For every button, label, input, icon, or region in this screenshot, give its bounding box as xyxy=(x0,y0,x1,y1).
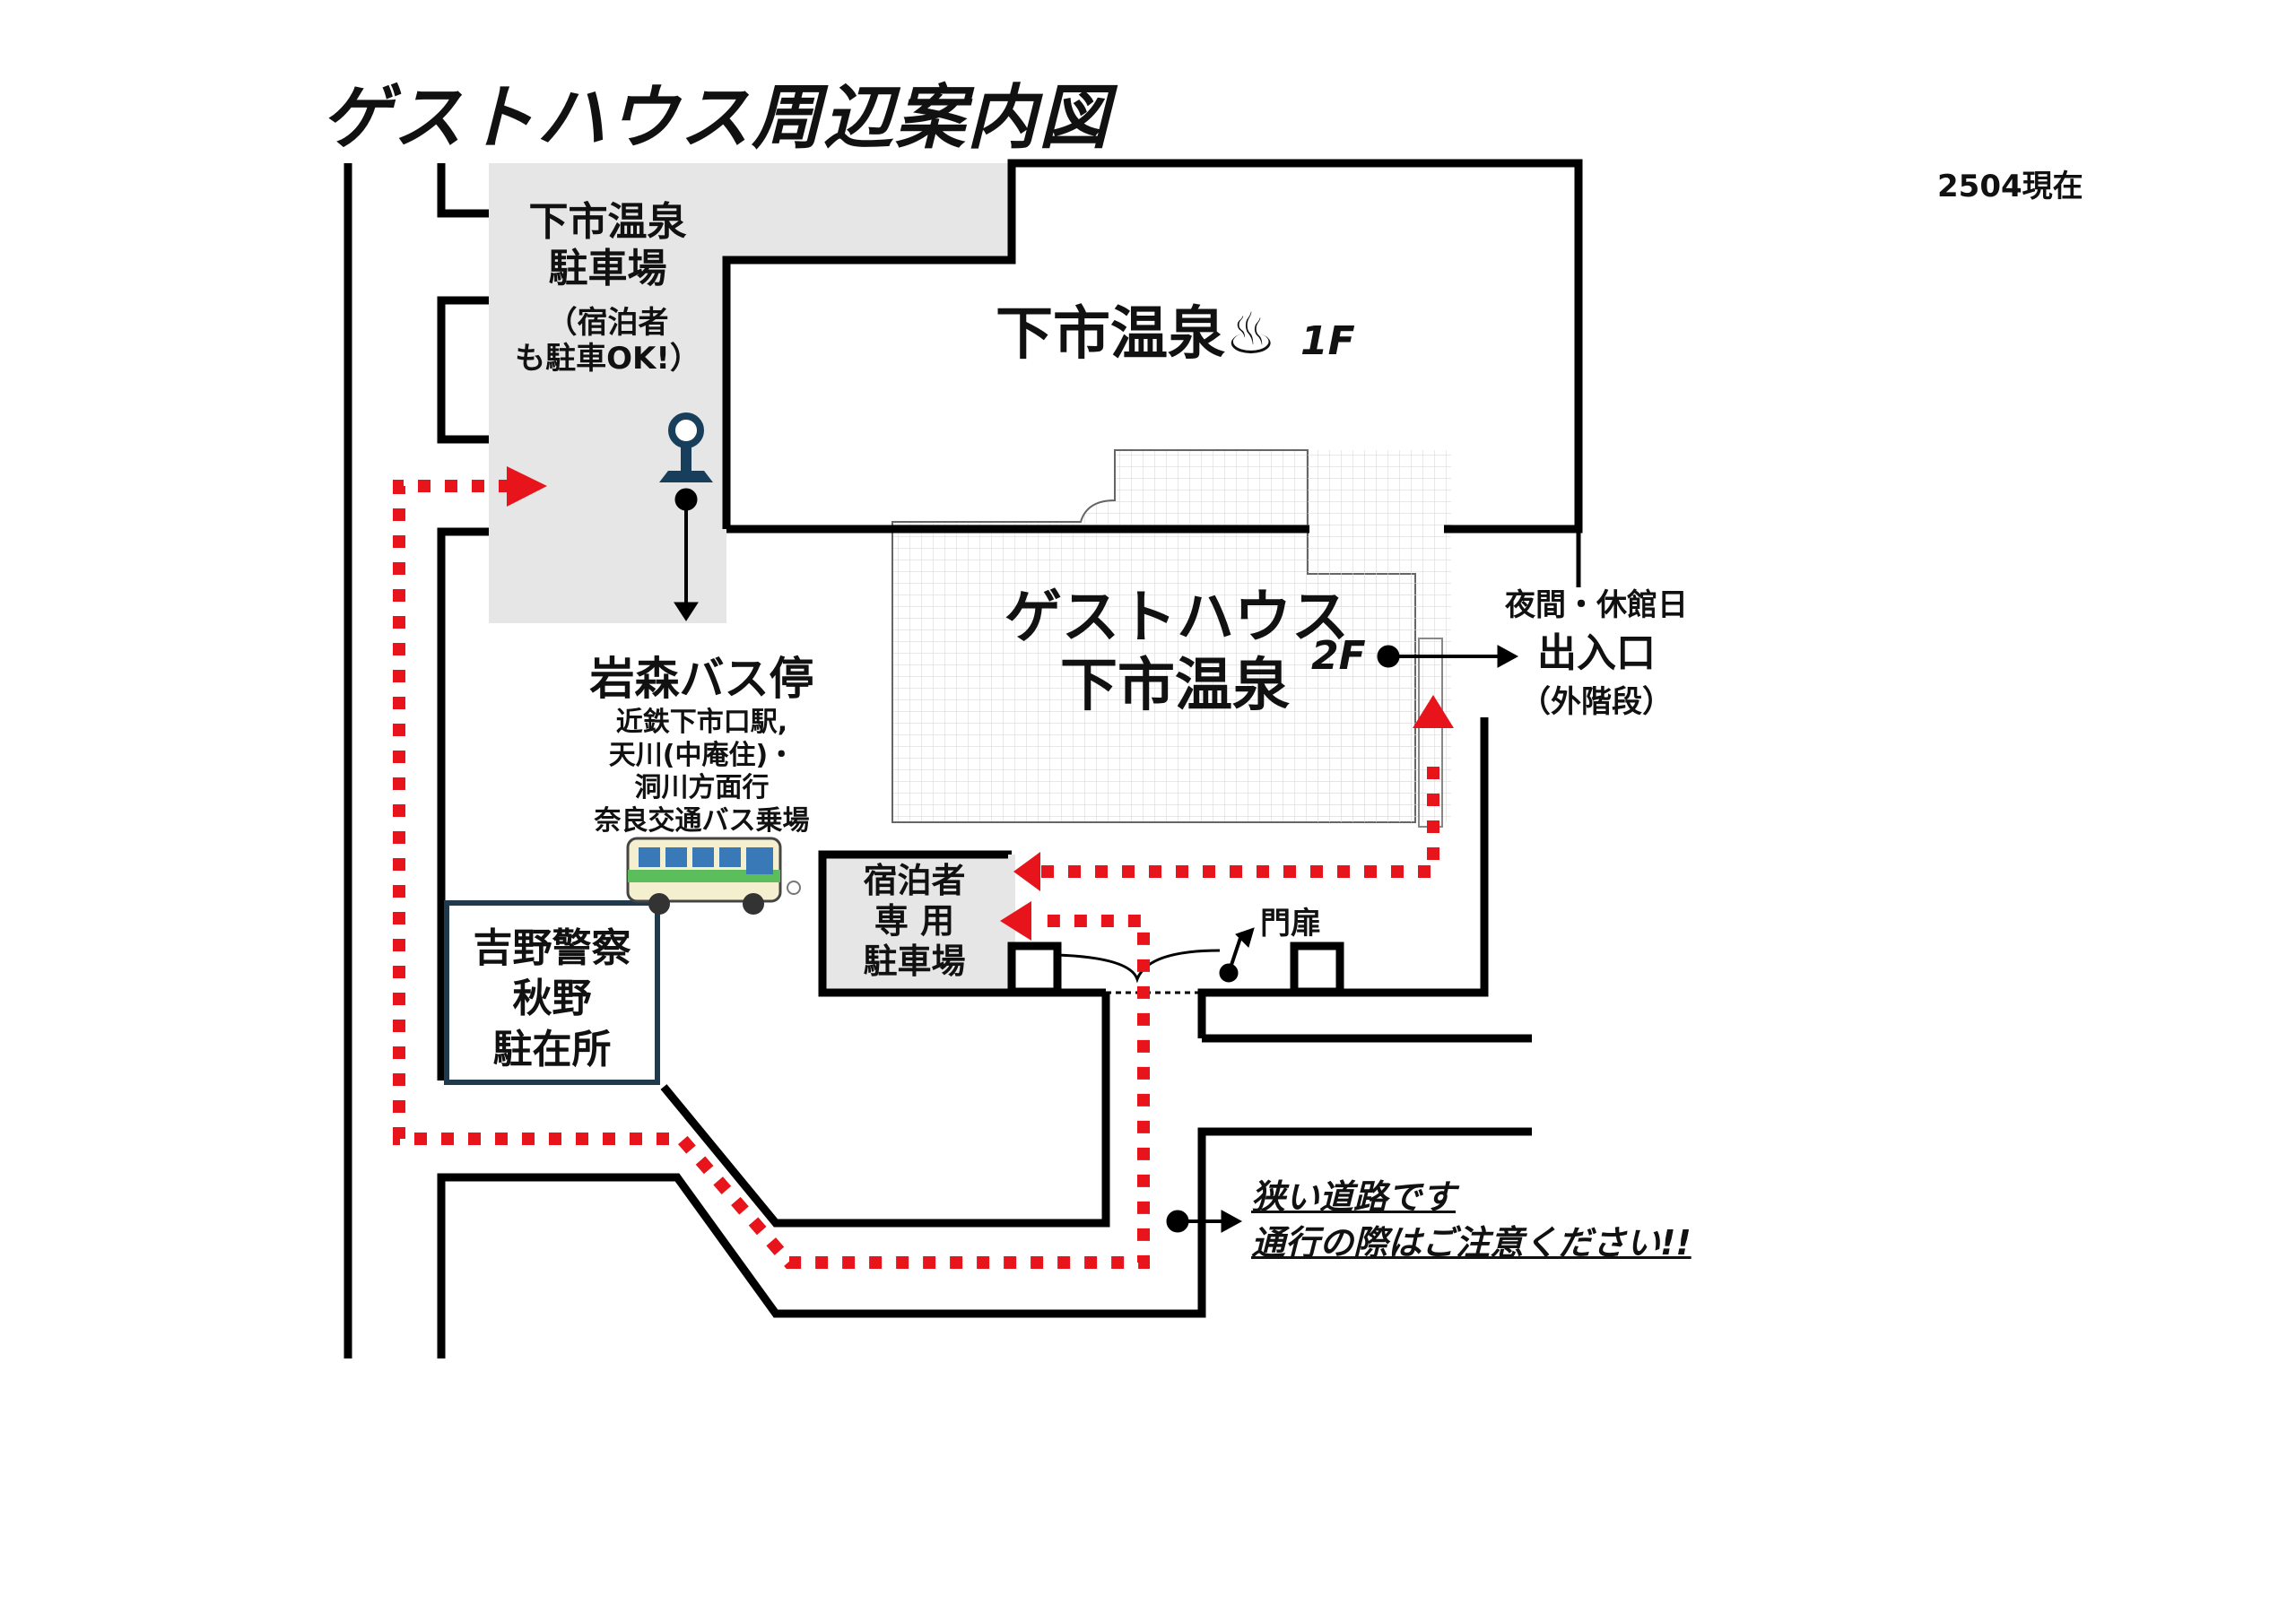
walking-route xyxy=(393,480,1439,1269)
page-title: ゲストハウス周辺案内図 xyxy=(321,78,1111,159)
route-arrow-entrance xyxy=(1413,695,1454,728)
bus-icon xyxy=(626,837,801,915)
police-box-label: 吉野警察秋野駐在所 xyxy=(473,925,631,1072)
bus-stop-name: 岩森バス停 xyxy=(589,653,814,705)
guest-parking-outline xyxy=(818,850,1012,997)
road-west-bottom xyxy=(437,1127,1532,1358)
as-of-date: 2504現在 xyxy=(1937,169,2083,204)
route-arrow-guest-parking-2 xyxy=(1000,901,1031,941)
gate-post-right xyxy=(1290,942,1344,996)
gate-label: 門扉 xyxy=(1260,906,1321,942)
entrance-name: 出入口 xyxy=(1537,630,1656,676)
guesthouse-floor: 2F xyxy=(1311,633,1366,679)
entrance-sub: （外階段） xyxy=(1520,684,1673,720)
gate-swing xyxy=(1057,949,1221,984)
main-parking-area xyxy=(489,163,1012,623)
bus-stop-destinations: 近鉄下市口駅, 天川(中庵住)・ 洞川方面行 奈良交通バス乗場 xyxy=(594,707,810,837)
route-arrow-into-parking xyxy=(507,466,547,507)
hot-spring-icon: ♨ xyxy=(1225,301,1277,368)
guesthouse-name: ゲストハウス下市温泉 xyxy=(1004,585,1349,719)
onsen-1f-floor: 1F xyxy=(1300,318,1355,364)
gate-pointer xyxy=(1219,927,1255,983)
road-west-upper xyxy=(437,163,489,218)
guesthouse-annex xyxy=(1308,450,1451,822)
route-arrow-guest-parking-1 xyxy=(1013,852,1040,891)
entrance-note: 夜間・休館日 xyxy=(1505,587,1688,623)
entrance-pointer xyxy=(1377,645,1519,668)
gate-post-left xyxy=(1007,942,1062,996)
onsen-1f-label: 下市温泉♨ xyxy=(996,301,1277,368)
warning-pointer xyxy=(1166,1210,1243,1233)
guest-parking-label: 宿泊者専 用駐車場 xyxy=(863,861,966,981)
bus-stop-sign-icon xyxy=(659,412,713,482)
road-south-inner xyxy=(660,993,1110,1228)
road-west-inner xyxy=(437,527,489,1081)
police-box xyxy=(444,900,660,1085)
parking-main-note: （宿泊者も駐車OK!） xyxy=(515,305,700,378)
road-west-mid xyxy=(437,296,489,444)
bus-stop-pointer xyxy=(674,488,699,621)
parking-main-name: 下市温泉駐車場 xyxy=(528,199,687,291)
narrow-road-warning: 狭い道路です通行の際はご注意ください!! xyxy=(1251,1177,1692,1263)
